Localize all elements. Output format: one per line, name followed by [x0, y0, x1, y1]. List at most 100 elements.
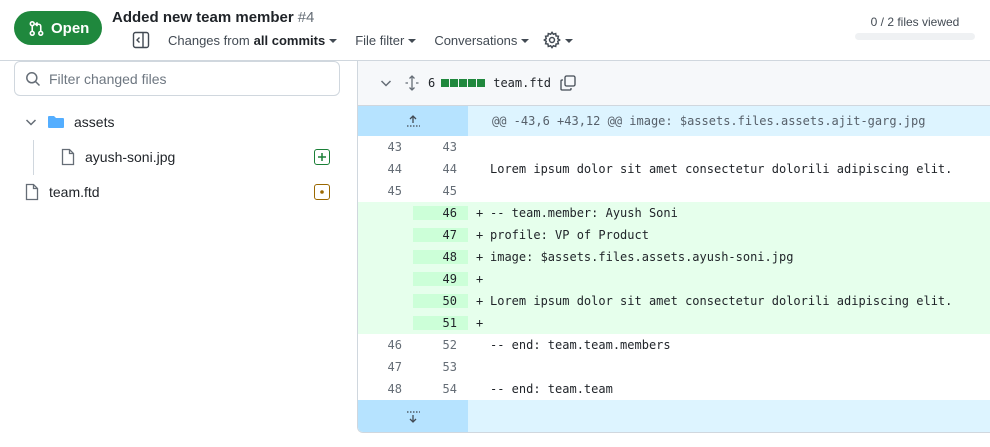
- diff-line-added: 50 + Lorem ipsum dolor sit amet consectetu…: [358, 290, 990, 312]
- tree-indent-guide: [33, 140, 34, 175]
- file-name-link[interactable]: team.ftd: [493, 76, 552, 90]
- new-line-number[interactable]: 46: [413, 206, 468, 220]
- conversations-dropdown[interactable]: Conversations: [434, 32, 530, 48]
- diffstat-added-block: [441, 79, 450, 87]
- expand-down-button[interactable]: [358, 400, 468, 432]
- conversations-label: Conversations: [434, 32, 518, 48]
- diff-code-cell: Lorem ipsum dolor sit amet consectetur d…: [468, 162, 990, 176]
- new-line-number[interactable]: 51: [413, 316, 468, 330]
- new-line-number[interactable]: 53: [442, 360, 457, 374]
- caret-down-icon: [329, 39, 338, 43]
- chevron-down-icon[interactable]: [378, 75, 394, 91]
- unfold-icon[interactable]: [404, 75, 420, 91]
- hunk-footer-row: [358, 400, 990, 432]
- diff-marker: [476, 338, 490, 352]
- pr-header: Open Added new team member#4 Changes fro…: [0, 0, 990, 61]
- tree-folder-label: assets: [74, 114, 115, 130]
- new-line-number[interactable]: 45: [442, 184, 457, 198]
- diffstat-added-block: [468, 79, 477, 87]
- pr-state-badge[interactable]: Open: [14, 11, 102, 45]
- diffstat-bar: [441, 79, 486, 87]
- diff-code-cell: + profile: VP of Product: [468, 228, 990, 242]
- filter-files-input[interactable]: [49, 70, 329, 87]
- diff-line-context: 45 45: [358, 180, 990, 202]
- folder-icon: [48, 116, 64, 128]
- diff-marker: [476, 162, 490, 176]
- diff-code-cell: +: [468, 316, 990, 330]
- diff-marker: +: [476, 294, 484, 308]
- hunk-header-row: @@ -43,6 +43,12 @@ image: $assets.files.…: [358, 106, 990, 136]
- diff-code-text: -- team.member: Ayush Soni: [490, 206, 678, 220]
- expand-down-icon: [407, 410, 420, 423]
- diff-added-icon: [314, 149, 330, 165]
- diff-code-text: -- end: team.team.members: [490, 338, 671, 352]
- diff-line-added: 49 +: [358, 268, 990, 290]
- tree-file-label: team.ftd: [49, 184, 100, 200]
- diff-settings-button[interactable]: [543, 31, 574, 49]
- new-line-number[interactable]: 44: [442, 162, 457, 176]
- git-pull-request-icon: [29, 20, 44, 36]
- file-filter-label: File filter: [355, 32, 405, 48]
- caret-down-icon: [565, 39, 574, 43]
- diff-marker: +: [476, 316, 484, 330]
- diffstat-added-block: [459, 79, 468, 87]
- diff-line-context: 43 43: [358, 136, 990, 158]
- new-line-number[interactable]: 43: [442, 140, 457, 154]
- tree-folder-assets[interactable]: assets: [14, 107, 340, 137]
- diffstat-added-block: [450, 79, 459, 87]
- diff-marker: [476, 382, 490, 396]
- diff-line-context: 48 54 -- end: team.team: [358, 378, 990, 400]
- caret-down-icon: [521, 39, 530, 43]
- expand-up-button[interactable]: [358, 106, 468, 136]
- old-line-number[interactable]: 43: [387, 140, 402, 154]
- diff-code-cell: -- end: team.team: [468, 382, 990, 396]
- old-line-number[interactable]: 48: [387, 382, 402, 396]
- diff-marker: +: [476, 250, 484, 264]
- diff-marker: +: [476, 272, 484, 286]
- diff-code-text: profile: VP of Product: [490, 228, 649, 242]
- file-icon: [25, 183, 39, 201]
- file-icon: [61, 148, 75, 166]
- diffstat-added-block: [477, 79, 486, 87]
- old-line-number[interactable]: 44: [387, 162, 402, 176]
- pr-title-text: Added new team member: [112, 9, 294, 26]
- search-icon: [26, 71, 41, 86]
- expand-up-icon: [407, 115, 420, 127]
- caret-down-icon: [408, 39, 417, 43]
- file-diff-header: 6 team.ftd: [358, 61, 990, 106]
- diff-line-added: 47 + profile: VP of Product: [358, 224, 990, 246]
- diff-code-cell: + -- team.member: Ayush Soni: [468, 206, 990, 220]
- filter-changed-files: [14, 61, 340, 96]
- sidebar-collapse-icon: [132, 31, 150, 49]
- diff-code-text: Lorem ipsum dolor sit amet consectetur d…: [490, 294, 953, 308]
- new-line-number[interactable]: 49: [413, 272, 468, 286]
- tree-file-ayush-soni[interactable]: ayush-soni.jpg: [50, 142, 340, 172]
- tree-file-team-ftd[interactable]: team.ftd: [14, 177, 340, 207]
- new-line-number[interactable]: 48: [413, 250, 468, 264]
- diff-line-context: 47 53: [358, 356, 990, 378]
- new-line-number[interactable]: 50: [413, 294, 468, 308]
- pr-number: #4: [297, 9, 315, 26]
- pr-title: Added new team member#4: [112, 9, 314, 26]
- file-filter-dropdown[interactable]: File filter: [355, 32, 417, 48]
- diff-code-cell: -- end: team.team.members: [468, 338, 990, 352]
- diff-marker: +: [476, 228, 484, 242]
- diff-marker: +: [476, 206, 484, 220]
- changes-from-dropdown[interactable]: Changes from all commits: [168, 33, 338, 48]
- diff-code-cell: + Lorem ipsum dolor sit amet consectetur …: [468, 294, 990, 308]
- changed-lines-count: 6: [428, 76, 436, 90]
- tree-file-label: ayush-soni.jpg: [85, 149, 176, 165]
- old-line-number[interactable]: 46: [387, 338, 402, 352]
- old-line-number[interactable]: 45: [387, 184, 402, 198]
- file-diff: 6 team.ftd @@ -43,6 +43,12 @@ image: $as…: [357, 61, 990, 433]
- old-line-number[interactable]: 47: [387, 360, 402, 374]
- diff-line-added: 48+image: $assets.files.assets.ayush-son…: [358, 246, 990, 268]
- files-viewed-progress: [855, 33, 975, 40]
- diff-line-context: 46 52 -- end: team.team.members: [358, 334, 990, 356]
- new-line-number[interactable]: 54: [442, 382, 457, 396]
- diff-code-text: Lorem ipsum dolor sit amet consectetur d…: [490, 162, 953, 176]
- sidebar-toggle-button[interactable]: [132, 31, 152, 49]
- new-line-number[interactable]: 47: [413, 228, 468, 242]
- new-line-number[interactable]: 52: [442, 338, 457, 352]
- copy-icon[interactable]: [559, 74, 577, 92]
